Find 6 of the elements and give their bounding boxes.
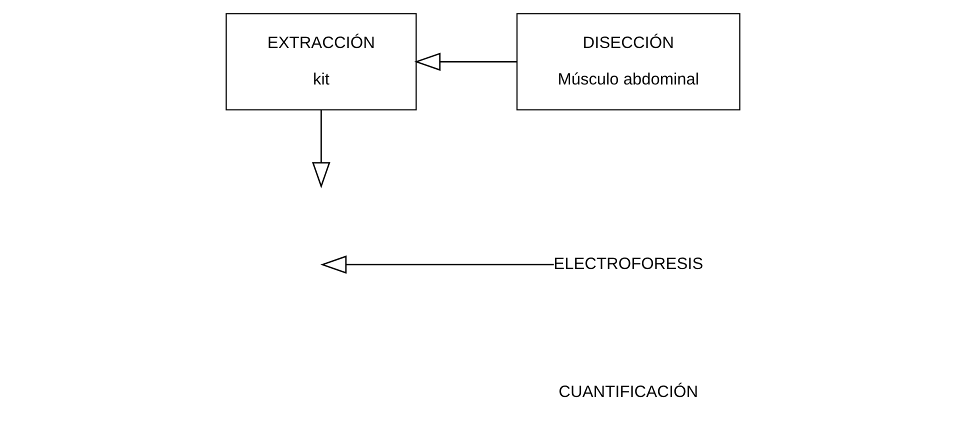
label: CUANTIFICACIÓN xyxy=(558,382,698,400)
node-box: EXTRACCIÓN kit xyxy=(225,12,416,110)
node-text: ELECTROFORESIS xyxy=(553,254,703,272)
node-box: DISECCIÓN Músculo abdominal xyxy=(516,12,740,110)
arrow xyxy=(320,254,554,274)
arrow xyxy=(414,52,516,70)
